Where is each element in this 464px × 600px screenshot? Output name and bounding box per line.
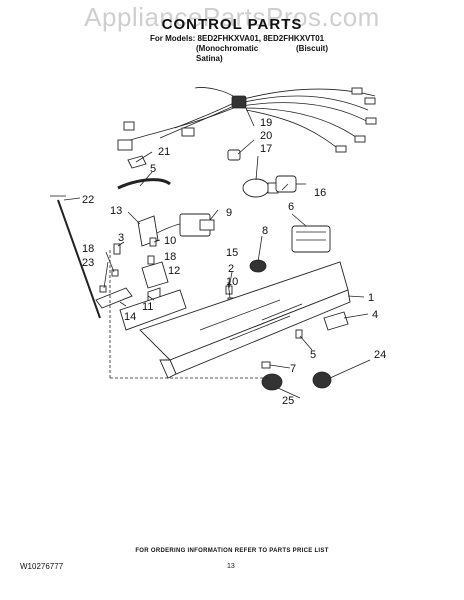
callout-19: 19 [260,117,272,129]
callout-4: 4 [372,309,378,321]
control-module [291,225,331,253]
callout-13: 13 [110,205,122,217]
callout-labels: 1 2 3 4 5 5 6 7 8 9 10 10 11 12 13 14 15… [82,117,386,407]
callout-20: 20 [260,130,272,142]
lamp-socket [275,175,306,193]
model-list: For Models: 8ED2FHKXVA01, 8ED2FHKXVT01 (… [150,34,328,64]
callout-1: 1 [368,292,374,304]
tube-part [117,178,171,190]
callout-10b: 10 [226,276,238,288]
callout-24: 24 [374,349,386,361]
model-finish-2: (Biscuit) [296,44,328,53]
connector-part [227,149,241,161]
callout-5a: 5 [150,163,156,175]
switch-part [149,213,215,237]
page-title: CONTROL PARTS [161,16,303,33]
callout-10a: 10 [164,235,176,247]
ordering-note: FOR ORDERING INFORMATION REFER TO PARTS … [135,548,329,554]
callout-17: 17 [260,143,272,155]
callout-18b: 18 [164,251,176,263]
document-number: W10276777 [20,562,64,571]
callout-21: 21 [158,146,170,158]
callout-11: 11 [142,301,153,313]
callout-3: 3 [118,232,124,244]
callout-16: 16 [314,187,326,199]
callout-22: 22 [82,194,94,206]
callout-12: 12 [168,265,180,277]
callout-18a: 18 [82,243,94,255]
callout-23: 23 [82,257,94,269]
callout-14: 14 [124,311,136,323]
model-finish-1: (Monochromatic [196,44,259,53]
callout-5b: 5 [310,349,316,361]
callout-15: 15 [226,247,238,259]
rod-part [57,199,101,319]
model-line-2: (Monochromatic (Biscuit) [150,44,328,54]
model-line-1: For Models: 8ED2FHKXVA01, 8ED2FHKXVT01 [150,34,325,43]
page-number: 13 [227,563,235,570]
light-bulb [242,178,279,198]
leader-lines [63,107,371,399]
callout-8: 8 [262,225,268,237]
callout-7: 7 [290,363,296,375]
watermark: AppliancePartsPros.com [84,2,380,32]
control-housing [119,261,351,379]
callout-9: 9 [226,207,232,219]
callout-6: 6 [288,201,294,213]
callout-2: 2 [228,263,234,275]
wire-harness [117,87,377,153]
callout-25: 25 [282,395,294,407]
model-line-3: Satina) [196,54,223,63]
